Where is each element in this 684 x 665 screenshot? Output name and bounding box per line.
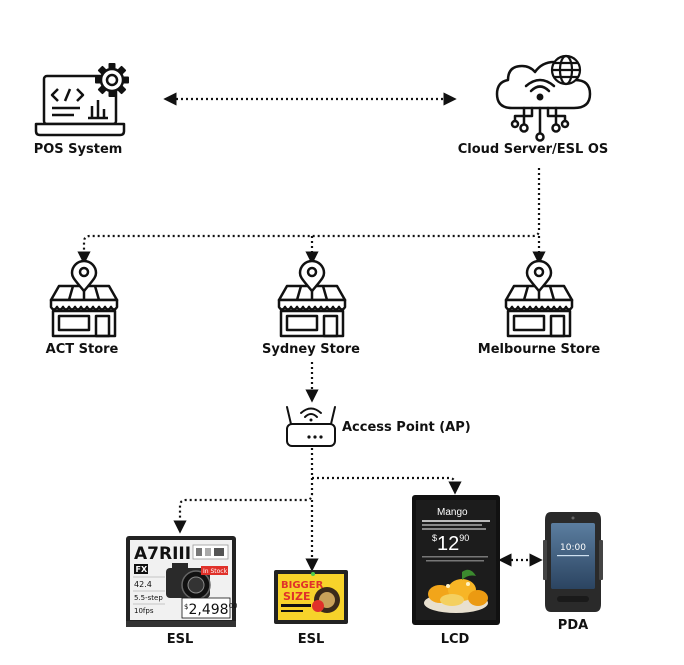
- store-icon: [504, 259, 574, 338]
- act-store-label: ACT Store: [45, 342, 119, 357]
- gear-icon: [95, 63, 129, 97]
- sydney-store-label: Sydney Store: [262, 342, 360, 357]
- esl-price-dollars: 2,498: [188, 602, 228, 618]
- globe-icon: [550, 54, 582, 86]
- ap-esl1-connector: [173, 448, 314, 534]
- camera-image: [166, 563, 211, 600]
- cloud-act-connector: [77, 168, 541, 265]
- esl-spec-3: 10fps: [134, 607, 154, 615]
- smartphone-icon: 10:00: [543, 512, 603, 612]
- store-icon: [49, 259, 119, 338]
- melbourne-store-label: Melbourne Store: [477, 342, 601, 357]
- esl-small-label: ESL: [297, 632, 325, 647]
- pda-clock: 10:00: [560, 543, 586, 553]
- wifi-router-icon: [286, 406, 336, 447]
- lcd-price: $1290: [432, 533, 469, 555]
- esl-spec-2: 5.5-step: [134, 594, 163, 602]
- lcd-title: Mango: [437, 507, 468, 518]
- esl-stock-tag: In Stock: [203, 568, 228, 575]
- esl-spec-1: 42.4: [134, 580, 152, 589]
- store-icon: [277, 259, 347, 338]
- map-pin-icon: [525, 259, 553, 293]
- cloud-server-label: Cloud Server/ESL OS: [457, 142, 609, 157]
- mango-image: [424, 569, 488, 613]
- map-pin-icon: [70, 259, 98, 293]
- lcd-display: Mango $1290: [412, 495, 500, 625]
- map-pin-icon: [298, 259, 326, 293]
- esl-price-cents: 00: [229, 602, 238, 610]
- esl-device-small: BIGGER SIZE: [274, 570, 348, 624]
- ap-lcd-connector: [312, 476, 462, 495]
- lcd-price-dollars: 12: [437, 533, 459, 555]
- esl-badge-text: FX: [136, 565, 148, 574]
- pda-label: PDA: [557, 618, 589, 633]
- esl-model-text: A7RIII: [134, 544, 191, 564]
- pos-system-label: POS System: [33, 142, 123, 157]
- esl-device-large: A7RIII FX 42.4 5.5-step 10fps In Stock $…: [126, 536, 237, 627]
- esl-headline-1: BIGGER: [281, 580, 324, 591]
- esl-headline-2: SIZE: [283, 590, 311, 603]
- laptop-code-icon: [34, 74, 126, 137]
- lcd-price-cents: 90: [459, 533, 469, 543]
- connectors: [77, 92, 546, 572]
- access-point-label: Access Point (AP): [342, 420, 471, 435]
- esl-price: $2,49800: [184, 602, 237, 618]
- esl-large-label: ESL: [166, 632, 194, 647]
- lcd-label: LCD: [440, 632, 470, 647]
